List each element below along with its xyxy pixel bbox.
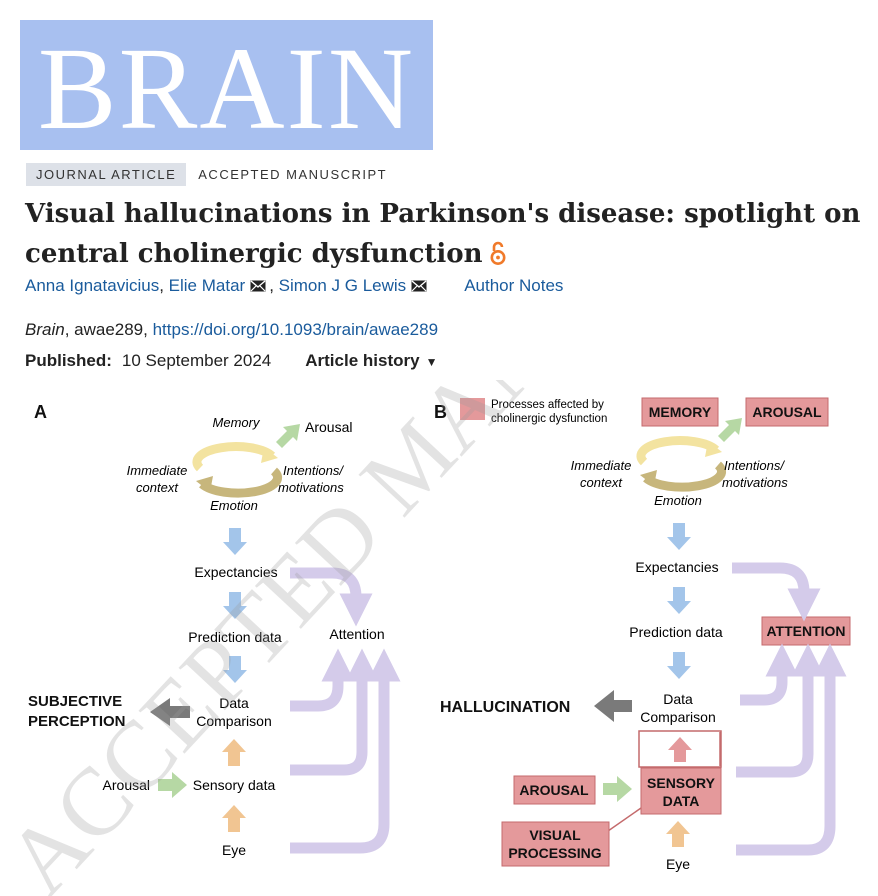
article-title: Visual hallucinations in Parkinson's dis… — [25, 194, 870, 278]
prediction-label: Prediction data — [629, 624, 723, 640]
author-list: Anna Ignatavicius, Elie Matar, Simon J G… — [25, 276, 564, 297]
panel-b: B Processes affected by cholinergic dysf… — [434, 397, 851, 872]
memory-label: Memory — [213, 415, 261, 430]
published-date: 10 September 2024 — [121, 351, 272, 370]
immediate-label: Immediate — [571, 458, 632, 473]
output-arrow — [150, 698, 190, 726]
down-arrow-2 — [223, 592, 247, 619]
journal-logo-text: BRAIN — [37, 23, 416, 154]
eye-label: Eye — [222, 842, 246, 858]
arousal-bottom-arrow — [158, 772, 187, 798]
motivations-label: motivations — [722, 475, 788, 490]
author-link-2[interactable]: Elie Matar — [168, 276, 246, 295]
legend-line-1: Processes affected by — [491, 399, 604, 411]
arousal-top-label: Arousal — [305, 419, 352, 435]
sensory-data-box — [640, 767, 722, 815]
published-label: Published: — [25, 351, 112, 370]
cycle-icon — [192, 442, 283, 498]
visual-processing-box — [501, 821, 610, 867]
expectancies-label: Expectancies — [635, 559, 718, 575]
author-link-1[interactable]: Anna Ignatavicius — [25, 276, 160, 295]
hallucination-label: HALLUCINATION — [440, 699, 570, 716]
emotion-label: Emotion — [210, 498, 258, 513]
journal-logo[interactable]: BRAIN — [20, 20, 433, 150]
arousal-box — [745, 397, 829, 427]
prediction-label: Prediction data — [188, 629, 282, 645]
motivations-label: motivations — [278, 480, 344, 495]
attention-box-label: ATTENTION — [766, 623, 845, 639]
expectancies-label: Expectancies — [194, 564, 277, 580]
legend-swatch — [460, 398, 485, 420]
comparison-label: Comparison — [640, 709, 715, 725]
panel-a-label: A — [34, 402, 47, 422]
intentions-label: Intentions/ — [283, 463, 344, 478]
manuscript-status-badge: ACCEPTED MANUSCRIPT — [198, 167, 388, 182]
arousal-box-label: AROUSAL — [752, 404, 822, 420]
memory-box — [641, 397, 719, 427]
caret-down-icon: ▼ — [425, 355, 438, 369]
legend-line-2: cholinergic dysfunction — [491, 413, 607, 425]
output-arrow — [594, 690, 632, 722]
up-arrow-1 — [222, 739, 246, 766]
data-label: Data — [219, 695, 249, 711]
panel-b-label: B — [434, 402, 447, 422]
publication-info: Published: 10 September 2024 Article his… — [25, 351, 437, 371]
article-badges: JOURNAL ARTICLE ACCEPTED MANUSCRIPT — [26, 163, 387, 186]
attention-label: Attention — [329, 626, 384, 642]
subjective-label: SUBJECTIVE — [28, 693, 122, 710]
down-arrow-3 — [223, 656, 247, 683]
arousal-arrow — [276, 424, 300, 448]
open-access-icon — [489, 238, 507, 278]
memory-box-label: MEMORY — [649, 404, 712, 420]
sensory-label: Sensory data — [193, 777, 276, 793]
sensory-line-1: SENSORY — [647, 775, 716, 791]
article-history-label: Article history — [305, 351, 420, 370]
up-arrow-2 — [222, 805, 246, 832]
arousal-arrow — [718, 418, 742, 442]
panel-a: A Memory Arousal Immediate context Inten… — [28, 402, 401, 858]
attention-box — [761, 616, 851, 646]
article-type-badge: JOURNAL ARTICLE — [26, 163, 187, 186]
visual-line-2: PROCESSING — [508, 845, 601, 861]
eye-label: Eye — [666, 856, 690, 872]
accepted-watermark: ACCEPTED MAN — [0, 380, 571, 896]
figure-diagram: A Memory Arousal Immediate context Inten… — [0, 380, 851, 896]
up-arrow-eye — [666, 821, 690, 847]
intentions-label: Intentions/ — [724, 458, 785, 473]
author-link-3[interactable]: Simon J G Lewis — [278, 276, 407, 295]
email-icon[interactable] — [411, 277, 427, 297]
author-notes-link[interactable]: Author Notes — [464, 276, 564, 295]
perception-label: PERCEPTION — [28, 713, 126, 730]
comparison-label: Comparison — [196, 713, 271, 729]
cycle-icon — [636, 436, 727, 492]
context-label: context — [580, 475, 623, 490]
down-arrow-1 — [667, 523, 691, 550]
article-id: , awae289, — [64, 320, 153, 339]
emotion-label: Emotion — [654, 493, 702, 508]
up-arrow-affected — [668, 737, 692, 762]
citation-line: Brain, awae289, https://doi.org/10.1093/… — [25, 320, 438, 340]
arousal-bottom-box — [513, 775, 596, 805]
doi-link[interactable]: https://doi.org/10.1093/brain/awae289 — [152, 320, 439, 339]
article-history-toggle[interactable]: Article history ▼ — [305, 351, 437, 371]
journal-name: Brain — [25, 320, 65, 339]
arousal-bottom-label: AROUSAL — [519, 782, 589, 798]
down-arrow-3 — [667, 652, 691, 679]
attention-loops — [732, 562, 847, 856]
down-arrow-2 — [667, 587, 691, 614]
arousal-bottom-label: Arousal — [103, 777, 150, 793]
sensory-line-2: DATA — [663, 793, 700, 809]
visual-line-1: VISUAL — [529, 827, 581, 843]
arousal-bottom-arrow — [603, 776, 632, 802]
data-label: Data — [663, 691, 693, 707]
context-label: context — [136, 480, 179, 495]
email-icon[interactable] — [250, 277, 266, 297]
down-arrow-1 — [223, 528, 247, 555]
attention-loops — [290, 567, 401, 854]
article-title-text: Visual hallucinations in Parkinson's dis… — [25, 199, 861, 269]
immediate-label: Immediate — [127, 463, 188, 478]
